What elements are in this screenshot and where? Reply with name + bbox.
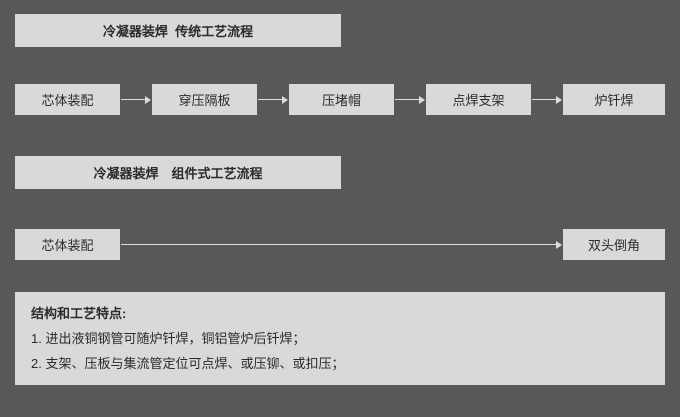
flow-step-core-assembly: 芯体装配 — [15, 84, 120, 115]
arrow-shaft — [395, 99, 419, 100]
notes-panel: 结构和工艺特点: 1. 进出液铜钢管可随炉钎焊，铜铝管炉后钎焊； 2. 支架、压… — [15, 292, 665, 385]
modular-flow-row: 芯体装配 双头倒角 — [15, 229, 665, 260]
arrow-shaft — [258, 99, 282, 100]
note-line-1: 1. 进出液铜钢管可随炉钎焊，铜铝管炉后钎焊； — [31, 331, 306, 346]
arrow-head — [556, 95, 562, 104]
arrow-head — [419, 95, 425, 104]
note-line-2: 2. 支架、压板与集流管定位可点焊、或压铆、或扣压； — [31, 356, 345, 371]
arrow-right-icon — [395, 95, 425, 104]
arrow-right-icon — [121, 240, 562, 249]
arrow-head — [556, 240, 562, 249]
arrow-shaft — [121, 99, 145, 100]
modular-flow-title: 冷凝器装焊 组件式工艺流程 — [15, 156, 341, 189]
arrow-shaft — [532, 99, 556, 100]
arrow-right-icon — [258, 95, 288, 104]
flow-step-core-assembly: 芯体装配 — [15, 229, 120, 260]
arrow-right-icon — [532, 95, 562, 104]
flow-step-double-chamfer: 双头倒角 — [563, 229, 665, 260]
flow-step-press-cap: 压堵帽 — [289, 84, 394, 115]
arrow-right-icon — [121, 95, 151, 104]
flow-step-press-baffle: 穿压隔板 — [152, 84, 257, 115]
traditional-flow-title: 冷凝器装焊 传统工艺流程 — [15, 14, 341, 47]
arrow-head — [282, 95, 288, 104]
traditional-flow-row: 芯体装配 穿压隔板 压堵帽 点焊支架 炉钎焊 — [15, 84, 665, 115]
arrow-shaft — [121, 244, 556, 245]
arrow-head — [145, 95, 151, 104]
notes-title: 结构和工艺特点: — [31, 306, 127, 321]
flow-step-spot-weld-bracket: 点焊支架 — [426, 84, 531, 115]
flow-step-furnace-brazing: 炉钎焊 — [563, 84, 665, 115]
